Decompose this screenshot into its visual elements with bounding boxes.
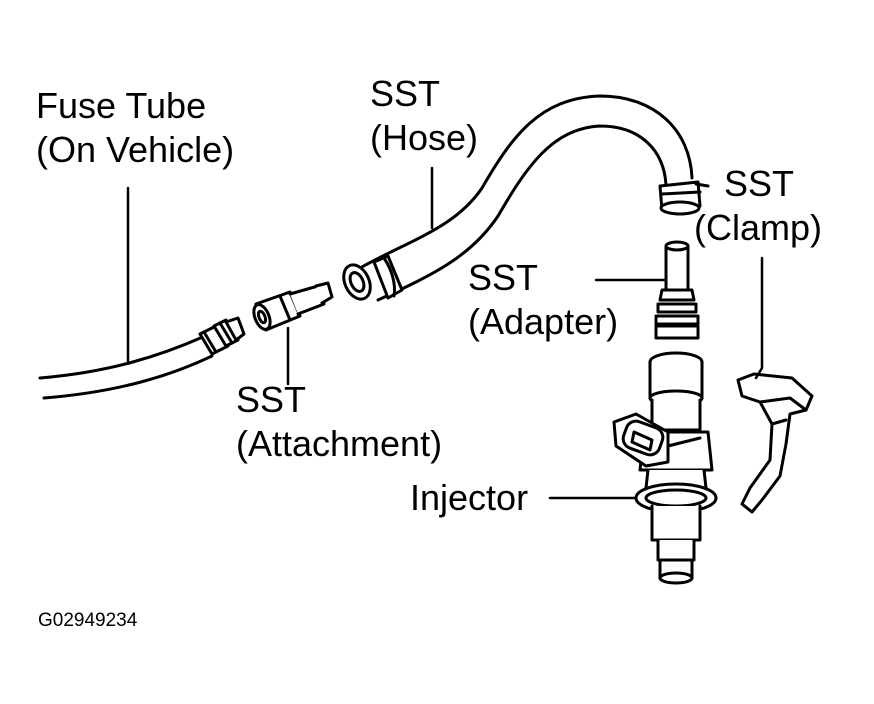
leader-sst-clamp	[754, 256, 764, 380]
label-sst-adapter-line1: SST	[468, 257, 539, 298]
label-sst-clamp-line1: SST	[724, 163, 795, 204]
label-injector: Injector	[410, 477, 529, 518]
sst-adapter	[654, 240, 700, 340]
label-fuse-tube: Fuse Tube (On Vehicle)	[36, 84, 234, 172]
label-sst-hose-line1: SST	[370, 73, 441, 114]
sst-hose	[358, 94, 694, 302]
injector-connector	[612, 412, 702, 468]
label-sst-attachment-line1: SST	[236, 379, 307, 420]
label-sst-clamp-line2: (Clamp)	[694, 207, 823, 248]
fuse-tube-fitting	[198, 316, 246, 356]
sst-attachment	[252, 281, 334, 332]
figure-code: G02949234	[38, 610, 138, 631]
label-sst-hose-line2: (Hose)	[370, 117, 479, 158]
label-sst-hose: SST (Hose)	[370, 72, 478, 160]
sst-hose-clamp-end	[658, 180, 710, 216]
label-sst-adapter: SST (Adapter)	[468, 256, 618, 344]
label-sst-clamp: SST (Clamp)	[694, 162, 822, 250]
label-fuse-tube-line1: Fuse Tube	[36, 85, 207, 126]
injector-body	[634, 351, 718, 585]
sst-clamp	[736, 372, 814, 514]
sst-hose-end	[342, 254, 404, 301]
label-sst-attachment-line2: (Attachment)	[236, 423, 443, 464]
label-sst-adapter-line2: (Adapter)	[468, 301, 619, 342]
leader-lines	[126, 166, 764, 500]
label-sst-attachment: SST (Attachment)	[236, 378, 442, 466]
label-fuse-tube-line2: (On Vehicle)	[36, 129, 235, 170]
fuse-tube	[38, 334, 214, 400]
